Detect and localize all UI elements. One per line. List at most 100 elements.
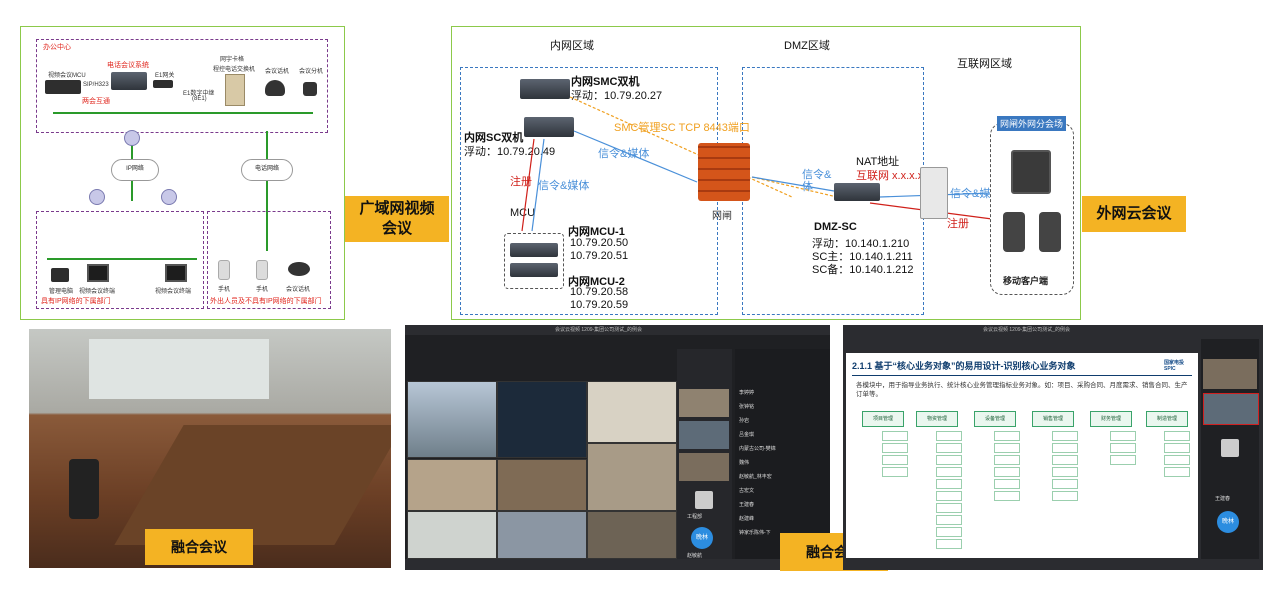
external-tablet bbox=[1011, 150, 1051, 194]
mgmt-pc-label: 管理电脑 bbox=[49, 289, 74, 295]
pres-titlebar: 会议云视频 1209-集团公司测试_的例会 bbox=[843, 325, 1263, 335]
video-tile-4[interactable] bbox=[407, 459, 497, 511]
network-card-label: 网宇卡格 bbox=[220, 57, 245, 63]
register-label-1: 注册 bbox=[510, 176, 532, 188]
slide-divider bbox=[852, 375, 1192, 376]
mind-leaf-c2 bbox=[994, 443, 1020, 453]
fusion-tag-1: 融合会议 bbox=[145, 529, 253, 565]
video-tile-7[interactable] bbox=[407, 511, 497, 559]
thumb-2[interactable] bbox=[679, 421, 729, 449]
mind-leaf-c4 bbox=[994, 467, 1020, 477]
signal-media-label-3: 信令& 体 bbox=[802, 169, 832, 193]
mcu-server-2 bbox=[510, 263, 558, 277]
mind-leaf-b8 bbox=[936, 515, 962, 525]
video-conference-screenshot: 会议云视频 1209-集团公司测试_的例会 工程部 晚林 赵敏航 李婷婷 张钟铭… bbox=[405, 325, 830, 570]
pres-thumb-2[interactable] bbox=[1203, 393, 1259, 425]
room-chair bbox=[69, 459, 99, 519]
video-tile-3[interactable] bbox=[587, 381, 677, 443]
participant-row-10[interactable]: 钟家乐陈伟-下 bbox=[739, 530, 771, 536]
mind-leaf-e3 bbox=[1110, 455, 1136, 465]
mind-leaf-f3 bbox=[1164, 455, 1190, 465]
participant-list: 李婷婷 张钟铭 孙岩 吕金琪 内蒙古公司-樊锦 魏伟 赵敏航_林丰宏 古宏文 王… bbox=[735, 349, 830, 559]
ip-network-cloud: IP网络 bbox=[111, 159, 159, 181]
participant-row-0[interactable]: 李婷婷 bbox=[739, 390, 755, 396]
wan-diagram-panel: 办公中心 电话会议系统 视频会议MCU SIP/H323 两会互通 E1网关 网… bbox=[20, 26, 345, 320]
participant-row-2[interactable]: 孙岩 bbox=[739, 418, 750, 424]
intranet-zone-label: 内网区域 bbox=[550, 40, 594, 52]
thumb-3[interactable] bbox=[679, 453, 729, 481]
dmz-main: SC主：10.140.1.211 bbox=[812, 251, 913, 263]
participant-row-8[interactable]: 王建春 bbox=[739, 502, 755, 508]
dmz-sc-server bbox=[834, 183, 880, 201]
mind-leaf-b10 bbox=[936, 539, 962, 549]
mobile-label-1: 手机 bbox=[218, 287, 231, 293]
mind-leaf-a1 bbox=[882, 431, 908, 441]
smc-float: 浮动：10.79.20.27 bbox=[571, 90, 663, 102]
mind-node-4: 财务管理 bbox=[1090, 411, 1132, 427]
mind-leaf-b9 bbox=[936, 527, 962, 537]
mcu1-ip2: 10.79.20.51 bbox=[570, 250, 629, 262]
e1-gateway-device bbox=[153, 80, 173, 88]
video-tile-1[interactable] bbox=[407, 381, 497, 458]
participant-row-3[interactable]: 吕金琪 bbox=[739, 432, 755, 438]
mind-leaf-b7 bbox=[936, 503, 962, 513]
office-center-label: 办公中心 bbox=[43, 44, 71, 51]
mcu-register-line bbox=[521, 138, 535, 232]
participant-row-1[interactable]: 张钟铭 bbox=[739, 404, 755, 410]
phone-system-server bbox=[111, 72, 147, 90]
pres-avatar bbox=[1221, 439, 1239, 457]
video-tile-6[interactable] bbox=[587, 443, 677, 511]
external-venue-box: 网闸外网分会场 移动客户端 bbox=[990, 116, 1074, 295]
mind-leaf-d3 bbox=[1052, 455, 1078, 465]
mcu-server-1 bbox=[510, 243, 558, 257]
video-tile-2[interactable] bbox=[497, 381, 587, 458]
firewall-dmz-line bbox=[751, 176, 835, 192]
mgmt-pc-device bbox=[51, 268, 69, 282]
video-tile-5[interactable] bbox=[497, 459, 587, 511]
mind-leaf-d2 bbox=[1052, 443, 1078, 453]
mind-leaf-e1 bbox=[1110, 431, 1136, 441]
video-tile-9[interactable] bbox=[587, 511, 677, 559]
conf-phone-device bbox=[265, 80, 285, 96]
mind-leaf-c1 bbox=[994, 431, 1020, 441]
screenshot-titlebar: 会议云视频 1209-集团公司测试_的例会 bbox=[405, 325, 830, 335]
sc-title: 内网SC双机 bbox=[464, 132, 524, 144]
mind-leaf-b5 bbox=[936, 479, 962, 489]
pres-avatar-badge: 晚林 bbox=[1217, 511, 1239, 533]
pres-thumb-1[interactable] bbox=[1203, 359, 1257, 389]
office-center-box: 办公中心 电话会议系统 视频会议MCU SIP/H323 两会互通 E1网关 网… bbox=[36, 39, 328, 133]
mind-leaf-c6 bbox=[994, 491, 1020, 501]
topology-panel: 内网区域 DMZ区域 互联网区域 内网SMC双机 浮动：10.79.20.27 … bbox=[451, 26, 1081, 320]
sc-server bbox=[524, 117, 574, 137]
mcu2-ip2: 10.79.20.59 bbox=[570, 299, 629, 311]
nat-label: NAT地址 bbox=[856, 156, 900, 168]
video-grid bbox=[407, 381, 677, 559]
sc-mcu-line bbox=[531, 138, 545, 232]
smc-mgmt-label: SMC管理SC TCP 8443端口 bbox=[614, 122, 750, 134]
video-mcu-label: 视频会议MCU bbox=[48, 73, 86, 79]
mind-node-0: 项目管理 bbox=[862, 411, 904, 427]
participant-row-4[interactable]: 内蒙古公司-樊锦 bbox=[739, 446, 776, 452]
mind-node-3: 销售管理 bbox=[1032, 411, 1074, 427]
mind-leaf-e2 bbox=[1110, 443, 1136, 453]
smc-mgmt-line bbox=[569, 96, 793, 198]
video-tile-8[interactable] bbox=[497, 511, 587, 559]
participant-row-5[interactable]: 魏伟 bbox=[739, 460, 750, 466]
mobile-device-1 bbox=[218, 260, 230, 280]
dept-ip-box: 管理电脑 视频会议终端 视频会议终端 具有IP网络的下属部门 bbox=[36, 211, 204, 309]
router-left bbox=[89, 189, 105, 205]
internet-gateway-icon bbox=[920, 167, 948, 219]
e1-relay-sub: (8E1) bbox=[192, 96, 207, 102]
external-cloud-tag: 外网云会议 bbox=[1082, 196, 1186, 232]
video-toolbar bbox=[405, 559, 830, 570]
participant-row-7[interactable]: 古宏文 bbox=[739, 488, 755, 494]
participant-row-9[interactable]: 赵建峰 bbox=[739, 516, 755, 522]
video-terminal-label-2: 视频会议终端 bbox=[155, 289, 192, 295]
mobile-label-2: 手机 bbox=[256, 287, 269, 293]
wan-video-tag: 广域网视频 会议 bbox=[345, 196, 449, 242]
phone-network-cloud: 电话网络 bbox=[241, 159, 293, 181]
thumb-1[interactable] bbox=[679, 389, 729, 417]
lan-line-office bbox=[53, 112, 313, 114]
participant-row-6[interactable]: 赵敏航_林丰宏 bbox=[739, 474, 772, 480]
video-terminal-device-2 bbox=[165, 264, 187, 282]
